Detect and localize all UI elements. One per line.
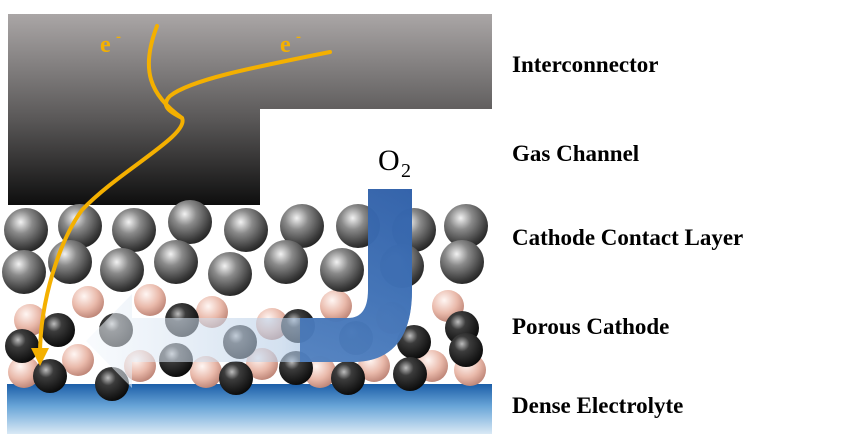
pink-cathode-particle	[190, 356, 222, 388]
electron-symbol: e	[100, 32, 111, 58]
electron-path-main	[38, 24, 185, 357]
dense-electrolyte-layer	[7, 384, 492, 434]
electron-charge: -	[296, 29, 301, 45]
contact-layer-particle	[112, 208, 156, 252]
electron-label-left: e -	[100, 29, 121, 58]
label-dense-electrolyte: Dense Electrolyte	[512, 393, 684, 418]
label-gas-channel: Gas Channel	[512, 141, 640, 166]
contact-layer-particle	[154, 240, 198, 284]
dark-cathode-particle	[331, 361, 365, 395]
dark-cathode-particle	[449, 333, 483, 367]
interconnector-block	[8, 14, 492, 205]
pink-cathode-particle	[134, 284, 166, 316]
oxygen-arrow-vertical	[300, 189, 412, 362]
pink-cathode-particle	[320, 290, 352, 322]
contact-layer-particle	[208, 252, 252, 296]
contact-layer-particle	[2, 250, 46, 294]
electron-arrow-head	[31, 348, 49, 366]
label-porous-cathode: Porous Cathode	[512, 314, 670, 339]
contact-layer-particle	[320, 248, 364, 292]
dark-cathode-particle	[33, 359, 67, 393]
contact-layer-particle	[224, 208, 268, 252]
electron-charge: -	[116, 29, 121, 45]
oxygen-flow-arrow	[86, 189, 412, 388]
contact-layer-particle	[4, 208, 48, 252]
particle-field	[2, 200, 488, 401]
oxygen-label: O 2	[378, 144, 411, 182]
dark-cathode-particle	[5, 329, 39, 363]
electron-symbol: e	[280, 32, 291, 58]
contact-layer-particle	[444, 204, 488, 248]
contact-layer-particle	[440, 240, 484, 284]
label-interconnector: Interconnector	[512, 52, 659, 77]
pink-cathode-particle	[72, 286, 104, 318]
pink-cathode-particle	[62, 344, 94, 376]
contact-layer-particle	[58, 204, 102, 248]
oxygen-symbol: O	[378, 144, 400, 177]
electron-label-right: e -	[280, 29, 301, 58]
electron-path-branch	[163, 50, 332, 120]
oxygen-subscript: 2	[401, 160, 411, 182]
contact-layer-particle	[264, 240, 308, 284]
contact-layer-particle	[168, 200, 212, 244]
pink-cathode-particle	[14, 304, 46, 336]
pink-cathode-particle	[8, 356, 40, 388]
dark-cathode-particle	[393, 357, 427, 391]
electron-path	[31, 24, 332, 366]
dark-cathode-particle	[219, 361, 253, 395]
contact-layer-particle	[280, 204, 324, 248]
dark-cathode-particle	[41, 313, 75, 347]
dark-cathode-particle	[397, 325, 431, 359]
label-cathode-contact-layer: Cathode Contact Layer	[512, 225, 744, 250]
contact-layer-particle	[100, 248, 144, 292]
